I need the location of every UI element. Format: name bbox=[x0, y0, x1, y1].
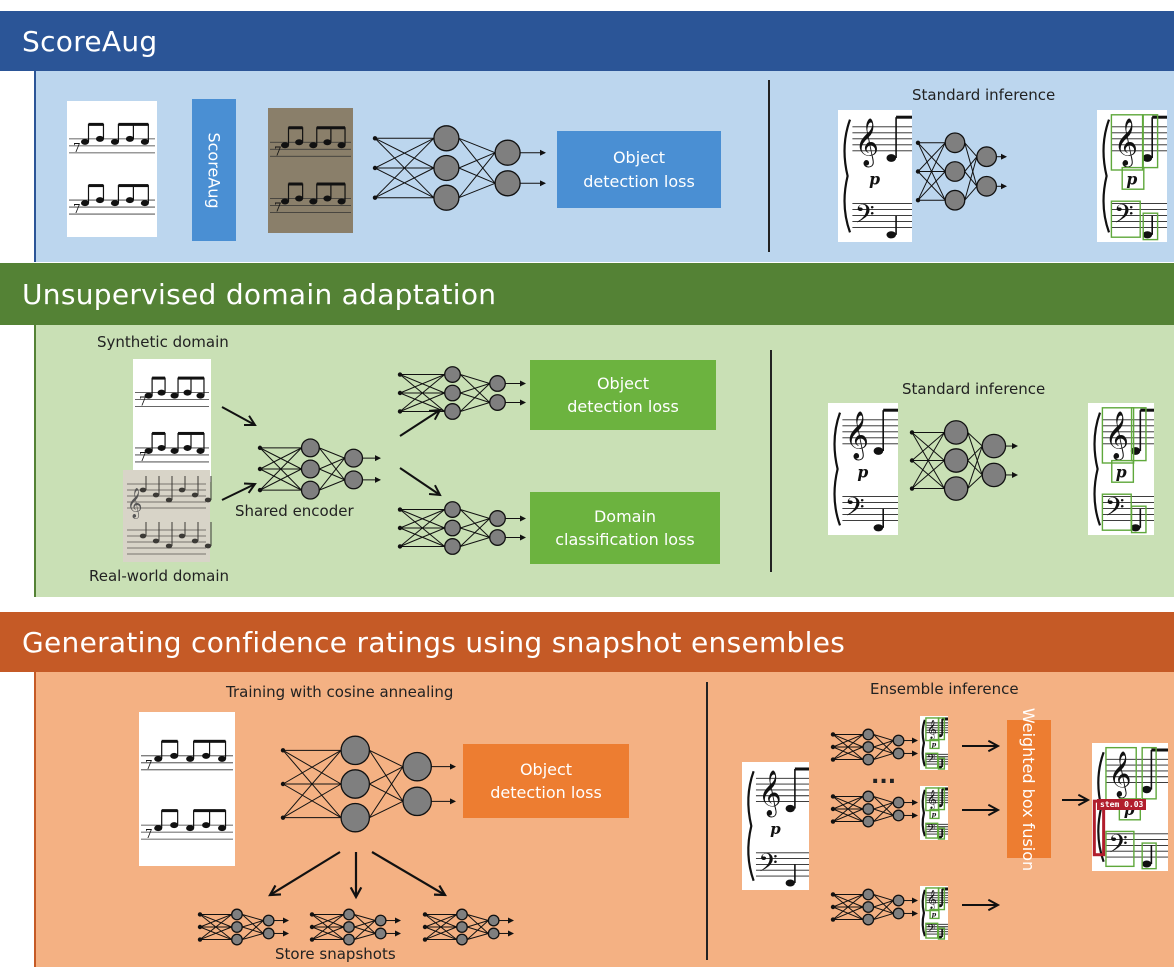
real-world-domain-label: Real-world domain bbox=[89, 567, 229, 585]
snapshot-divider bbox=[706, 682, 708, 960]
ensemble-inference-label: Ensemble inference bbox=[870, 680, 1019, 698]
scoreaug-header: ScoreAug bbox=[0, 11, 1174, 71]
scoreaug-title: ScoreAug bbox=[22, 24, 158, 58]
store-snapshots-label: Store snapshots bbox=[275, 945, 396, 963]
training-label: Training with cosine annealing bbox=[226, 683, 454, 701]
uda-inference-label: Standard inference bbox=[902, 380, 1046, 398]
scoreaug-divider bbox=[768, 80, 770, 252]
stem-confidence-tag: stem 0.03 bbox=[1097, 799, 1147, 810]
snapshot-panel bbox=[34, 672, 1174, 967]
scoreaug-inference-label: Standard inference bbox=[912, 86, 1056, 104]
uda-header: Unsupervised domain adaptation bbox=[0, 263, 1174, 325]
snapshot-title: Generating confidence ratings using snap… bbox=[22, 625, 846, 659]
scoreaug-augmentation-box: ScoreAug bbox=[192, 99, 236, 241]
weighted-box-fusion-box: Weighted box fusion bbox=[1007, 707, 1051, 871]
snapshot-loss-box: Object detection loss bbox=[463, 744, 629, 818]
uda-detection-loss-box: Object detection loss bbox=[530, 360, 716, 430]
uda-domain-loss-box: Domain classification loss bbox=[530, 492, 720, 564]
synthetic-domain-label: Synthetic domain bbox=[97, 333, 229, 351]
uda-title: Unsupervised domain adaptation bbox=[22, 277, 497, 311]
uda-divider bbox=[770, 350, 772, 572]
ensemble-ellipsis: ... bbox=[871, 764, 897, 789]
scoreaug-loss-box: Object detection loss bbox=[557, 131, 721, 208]
shared-encoder-label: Shared encoder bbox=[235, 502, 354, 520]
snapshot-header: Generating confidence ratings using snap… bbox=[0, 612, 1174, 672]
